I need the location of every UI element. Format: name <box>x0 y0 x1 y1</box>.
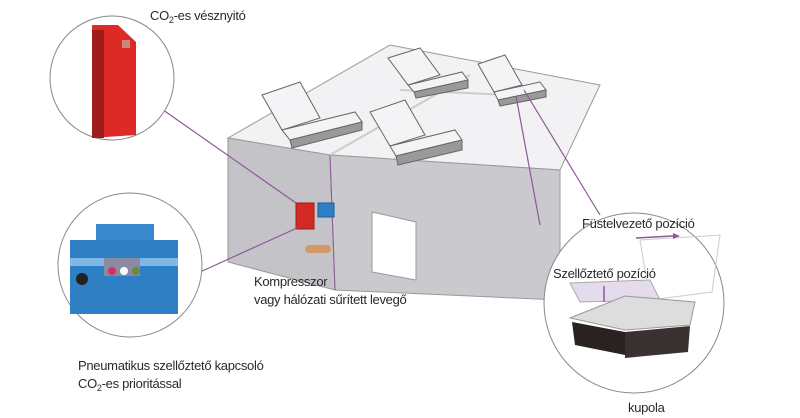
dome-detail <box>543 212 725 394</box>
switch-label-line2: CO2-es prioritással <box>78 376 182 393</box>
co2-opener-device <box>295 202 315 230</box>
smoke-position-label: Füstelvezető pozíció <box>582 216 695 231</box>
switch-detail <box>57 192 203 338</box>
compressor-label-line1: Kompresszor <box>254 274 328 289</box>
compressor-label-line2: vagy hálózati sűrített levegő <box>254 292 407 307</box>
roof-dome <box>261 81 363 149</box>
compressor-device <box>305 245 331 253</box>
co2-opener-detail <box>49 15 175 141</box>
vent-position-label: Szellőztető pozíció <box>553 266 656 281</box>
roof-dome <box>387 47 469 99</box>
door-opening <box>371 211 417 281</box>
callout-lines <box>145 89 601 273</box>
co2-opener-label: CO2-es vésznyitó <box>150 8 246 25</box>
switch-device <box>317 202 335 218</box>
roof-domes <box>261 47 547 166</box>
roof-dome <box>369 99 463 166</box>
switch-label-line1: Pneumatikus szellőztető kapcsoló <box>78 358 264 373</box>
roof-dome <box>477 54 547 107</box>
dome-label: kupola <box>628 400 665 415</box>
